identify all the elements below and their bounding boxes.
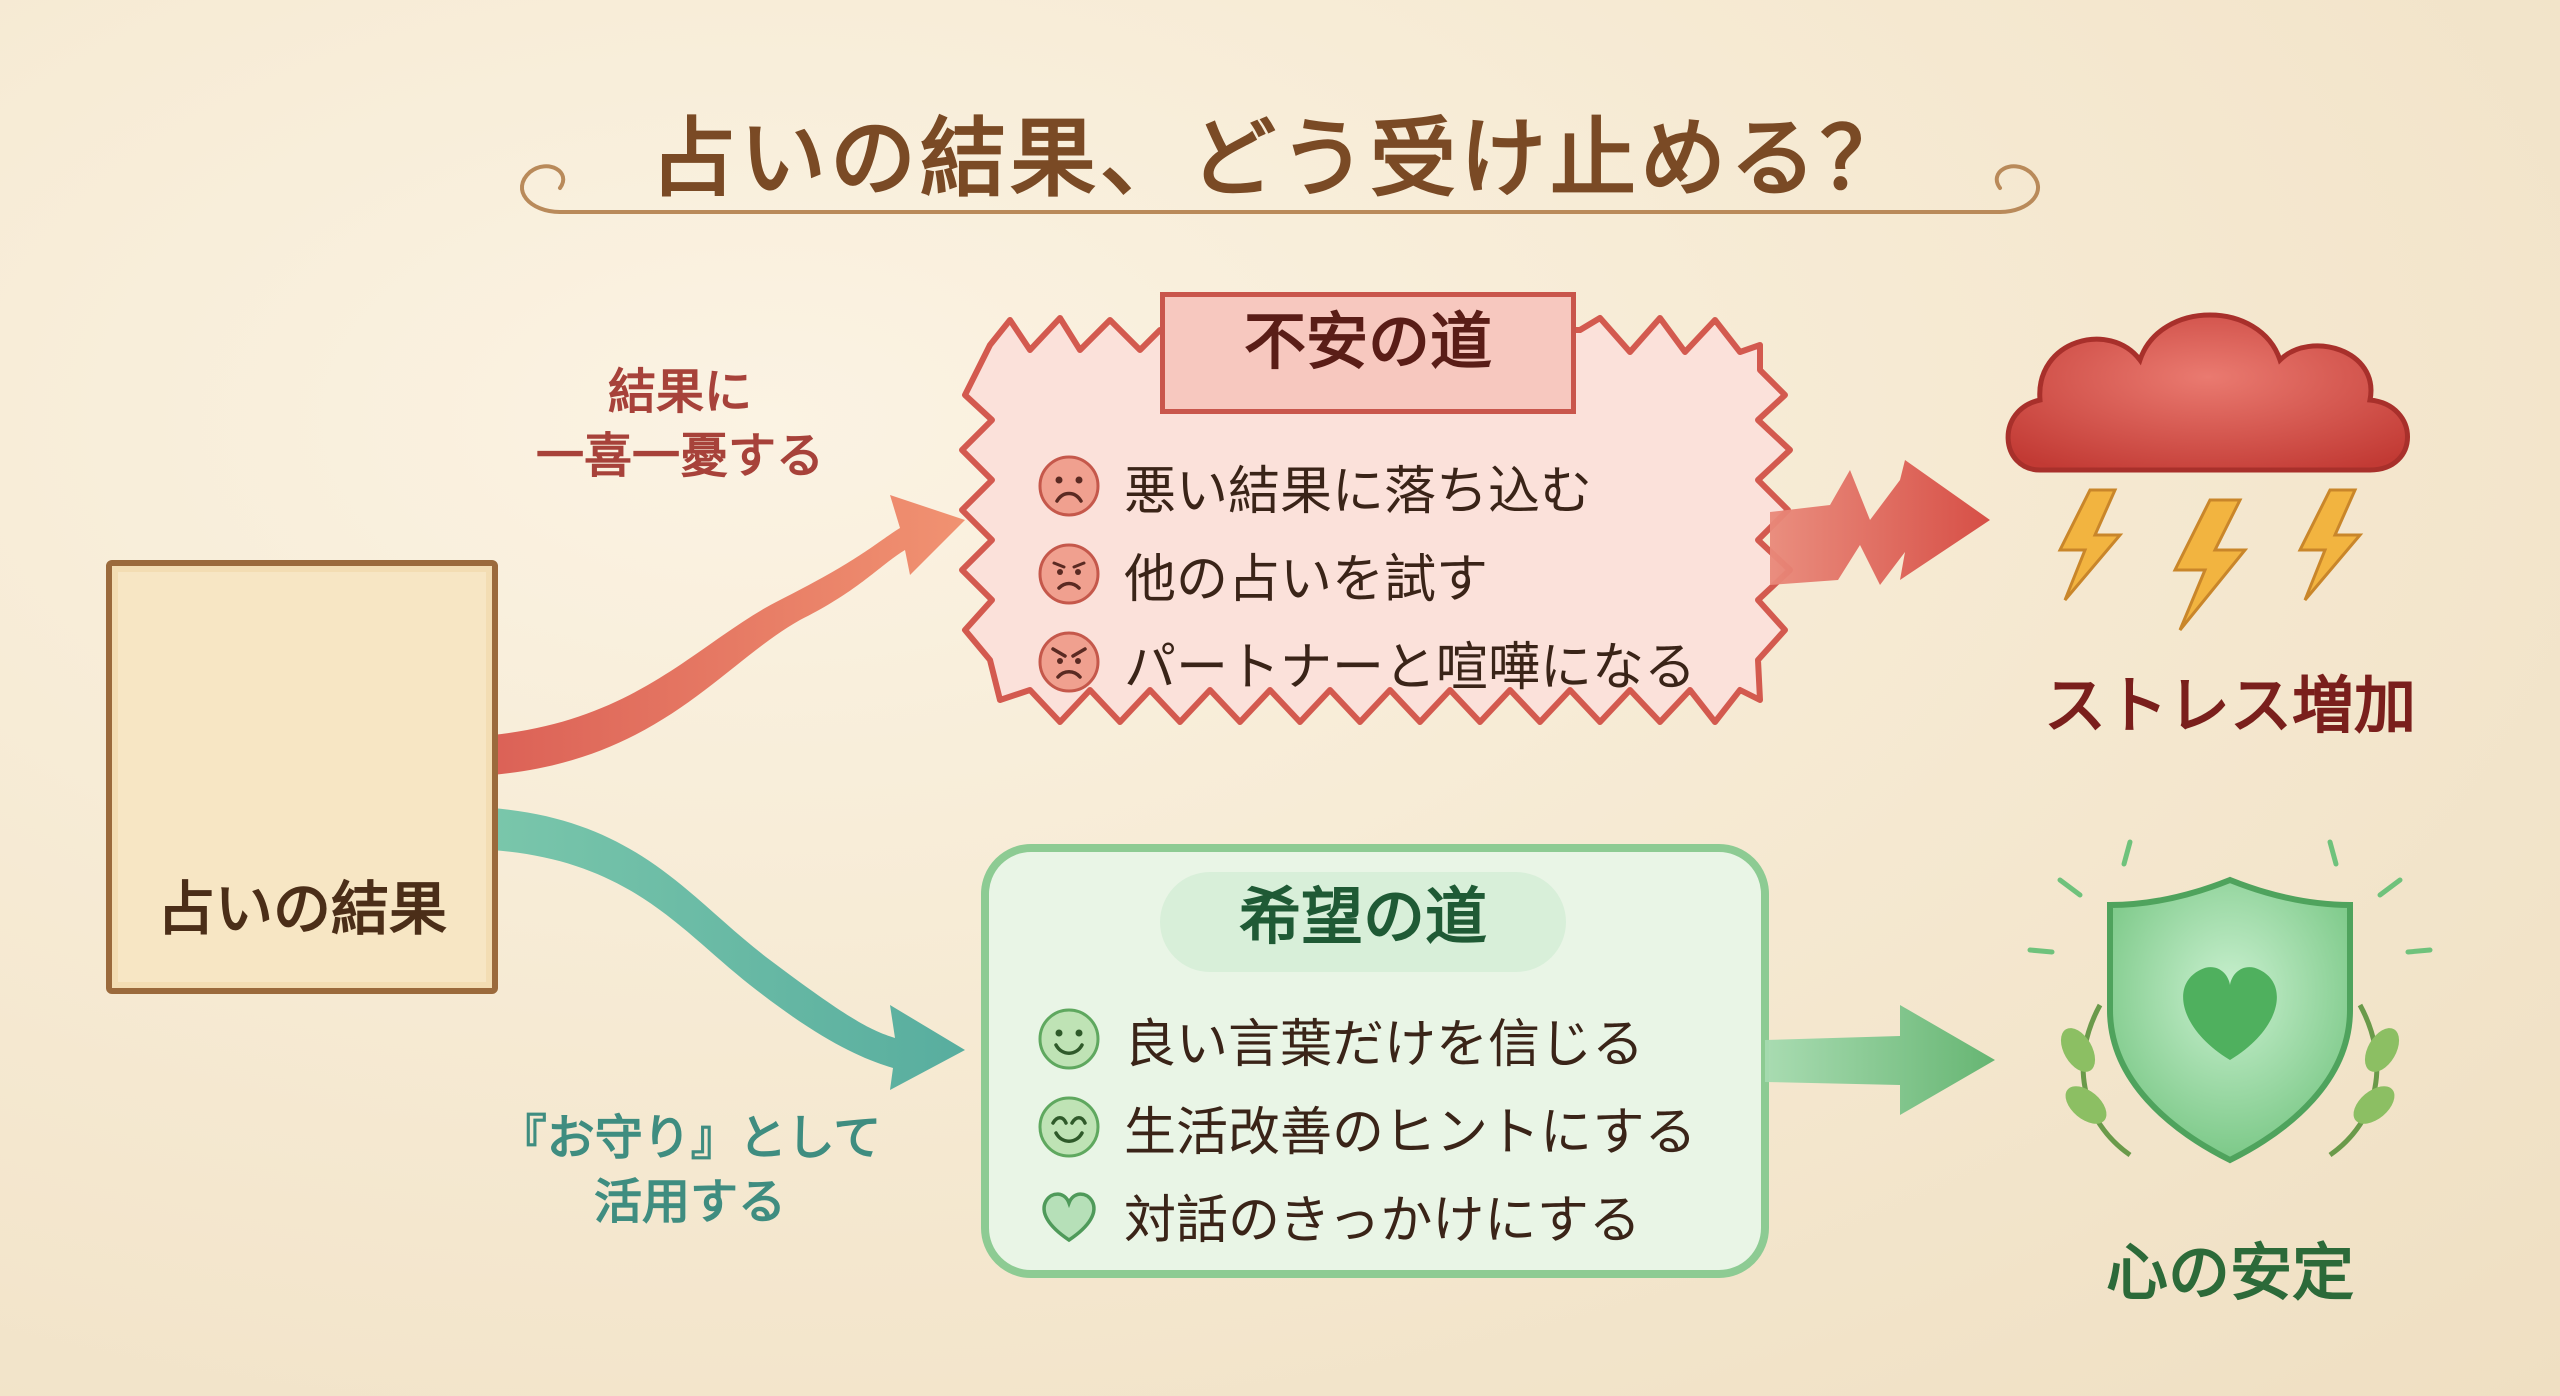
anxiety-item: パートナーと喧嘩になる bbox=[1036, 618, 1696, 706]
anxiety-item-list: 悪い結果に落ち込む 他の占いを試す パートナーと喧嘩になる bbox=[1036, 442, 1696, 706]
happy-face-icon bbox=[1038, 1096, 1100, 1158]
hope-item-text: 良い言葉だけを信じる bbox=[1124, 1014, 1645, 1075]
anxiety-item: 他の占いを試す bbox=[1036, 530, 1696, 618]
calm-outcome-label: 心の安定 bbox=[2105, 1236, 2354, 1309]
source-label: 占いの結果 bbox=[156, 875, 447, 943]
anxiety-edge-label: 結果に 一喜一憂する bbox=[510, 360, 850, 488]
hope-edge-label: 『お守り』として 活用する bbox=[470, 1106, 910, 1234]
stress-outcome-label: ストレス増加 bbox=[2043, 669, 2416, 742]
anxiety-frame bbox=[959, 315, 1793, 725]
hope-path-title: 希望の道 bbox=[1160, 872, 1566, 972]
hope-item: 生活改善のヒントにする bbox=[1036, 1083, 1697, 1171]
hope-item: 対話のきっかけにする bbox=[1036, 1171, 1697, 1259]
source-node bbox=[106, 560, 498, 994]
anxiety-arrow bbox=[492, 495, 965, 775]
anxiety-item-text: 悪い結果に落ち込む bbox=[1124, 461, 1593, 522]
heart-shield-icon bbox=[2027, 839, 2433, 1164]
diagram-title: 占いの結果、どう受け止める？ bbox=[650, 109, 1910, 209]
hope-item: 良い言葉だけを信じる bbox=[1036, 995, 1697, 1083]
stress-arrow bbox=[1770, 460, 1990, 585]
sad-face-icon bbox=[1038, 455, 1100, 517]
hope-edge-label-line2: 活用する bbox=[593, 1174, 786, 1230]
anxiety-item-text: パートナーと喧嘩になる bbox=[1124, 637, 1697, 698]
heart-icon bbox=[1042, 1192, 1096, 1243]
hope-arrow bbox=[492, 808, 965, 1090]
hope-item-text: 生活改善のヒントにする bbox=[1124, 1102, 1697, 1163]
worried-face-icon bbox=[1038, 543, 1100, 605]
hope-edge-label-line1: 『お守り』として bbox=[498, 1110, 882, 1166]
anxiety-edge-label-line2: 一喜一憂する bbox=[535, 428, 824, 484]
calm-arrow bbox=[1765, 1005, 1995, 1115]
anxiety-edge-label-line1: 結果に bbox=[607, 364, 752, 420]
hope-item-text: 対話のきっかけにする bbox=[1124, 1190, 1641, 1251]
anxiety-path-title: 不安の道 bbox=[1160, 292, 1576, 414]
smile-face-icon bbox=[1038, 1008, 1100, 1070]
anxiety-item-text: 他の占いを試す bbox=[1124, 549, 1489, 610]
title-ornament bbox=[520, 164, 2040, 214]
angry-face-icon bbox=[1038, 631, 1100, 693]
anxiety-item: 悪い結果に落ち込む bbox=[1036, 442, 1696, 530]
storm-cloud-icon bbox=[2005, 312, 2410, 631]
hope-item-list: 良い言葉だけを信じる 生活改善のヒントにする 対話のきっかけにする bbox=[1036, 995, 1697, 1259]
